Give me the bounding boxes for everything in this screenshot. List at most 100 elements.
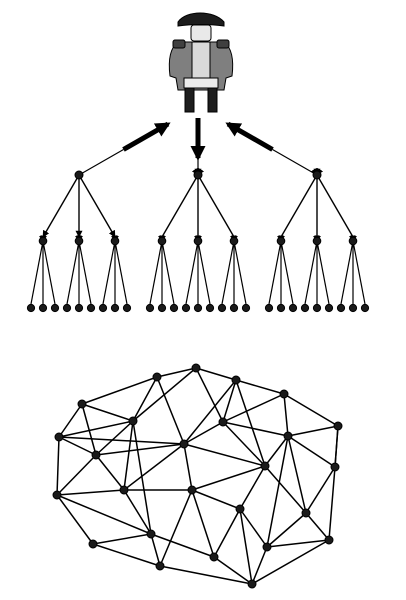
mid-node [193, 236, 203, 246]
network-edge [239, 465, 266, 510]
network-node [146, 529, 156, 539]
tree-edge [111, 235, 128, 305]
network-edge [266, 435, 289, 548]
network-edge [305, 466, 336, 514]
network-edge [92, 533, 152, 545]
leaf-node [193, 303, 203, 313]
leaf-node [98, 303, 108, 313]
leaf-node [300, 303, 310, 313]
network-edge [95, 443, 185, 456]
network-node [247, 579, 257, 589]
network-node [301, 508, 311, 518]
network-node [52, 490, 62, 500]
network-edge [81, 376, 158, 405]
leaf-node [205, 303, 215, 313]
network-edge [56, 489, 125, 496]
network-edge [123, 489, 152, 535]
network-edge [191, 465, 266, 491]
mid-node [276, 236, 286, 246]
network-node [77, 399, 87, 409]
tree-edge [102, 235, 119, 305]
network-edge [213, 556, 253, 585]
network-edge [305, 512, 330, 541]
tree-edge [149, 235, 166, 305]
leaf-node [50, 303, 60, 313]
network-node [283, 431, 293, 441]
network-edge [81, 403, 97, 456]
network-edge [183, 421, 224, 445]
tree-edge [310, 167, 354, 238]
network-edge [123, 443, 185, 491]
network-edge [56, 436, 60, 496]
hierarchy-tree [26, 118, 370, 313]
network-edge [159, 565, 253, 585]
network-edge [287, 435, 336, 468]
tree-edge [349, 235, 366, 305]
leaf-node [324, 303, 334, 313]
network-node [279, 389, 289, 399]
network-edge [150, 533, 215, 558]
mid-node [74, 236, 84, 246]
network-edge [222, 379, 237, 423]
network-node [155, 561, 165, 571]
network-edge [264, 465, 307, 514]
branch-node [312, 170, 322, 180]
network-edge [183, 443, 266, 467]
command-link [78, 148, 124, 176]
network-edge [132, 376, 158, 422]
leaf-node [336, 303, 346, 313]
network-edge [222, 421, 266, 467]
network-node [260, 461, 270, 471]
mid-node [229, 236, 239, 246]
network-node [91, 450, 101, 460]
network-edge [56, 494, 152, 535]
leaf-node [229, 303, 239, 313]
tree-edge [42, 174, 80, 238]
network-edge [239, 508, 253, 585]
tree-edge [340, 235, 357, 305]
network-edge [283, 393, 289, 437]
network-node [218, 417, 228, 427]
network-edge [239, 508, 268, 548]
leaf-node [276, 303, 286, 313]
network-node [262, 542, 272, 552]
mid-node [157, 236, 167, 246]
mid-node [312, 236, 322, 246]
network-edge [58, 420, 134, 438]
network-edge [235, 379, 266, 467]
network-edge [195, 367, 224, 423]
network-edge [287, 425, 339, 437]
network-edge [213, 508, 241, 558]
network-edge [156, 367, 197, 378]
tree-edge [277, 235, 294, 305]
network-node [152, 372, 162, 382]
network-edge [287, 435, 307, 514]
network-node [128, 416, 138, 426]
network-edge [235, 379, 285, 395]
leaf-node [86, 303, 96, 313]
network-node [333, 421, 343, 431]
leaf-node [157, 303, 167, 313]
mid-node [348, 236, 358, 246]
network-edge [58, 436, 185, 445]
network-node [54, 432, 64, 442]
network-edge [328, 466, 336, 541]
leaf-node [217, 303, 227, 313]
branch-node [193, 170, 203, 180]
tree-edge [313, 235, 330, 305]
network-edge [132, 420, 152, 535]
tree-edge [75, 235, 92, 305]
network-edge [58, 436, 97, 456]
leaf-node [62, 303, 72, 313]
network-node [235, 504, 245, 514]
leaf-node [26, 303, 36, 313]
network-edge [191, 489, 215, 558]
tree-edge [158, 235, 175, 305]
network-node [119, 485, 129, 495]
tree-edge [66, 235, 83, 305]
leaf-node [312, 303, 322, 313]
network-edge [283, 393, 339, 427]
leaf-node [264, 303, 274, 313]
mid-node [110, 236, 120, 246]
branch-node [74, 170, 84, 180]
